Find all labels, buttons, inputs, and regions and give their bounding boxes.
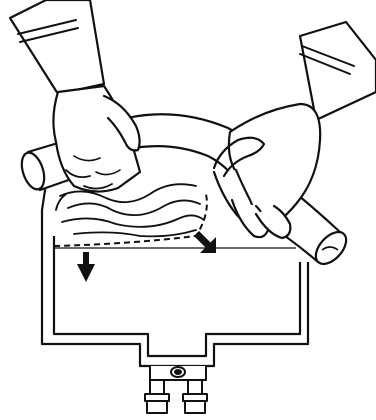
right-gloved-hand-icon xyxy=(214,22,376,238)
